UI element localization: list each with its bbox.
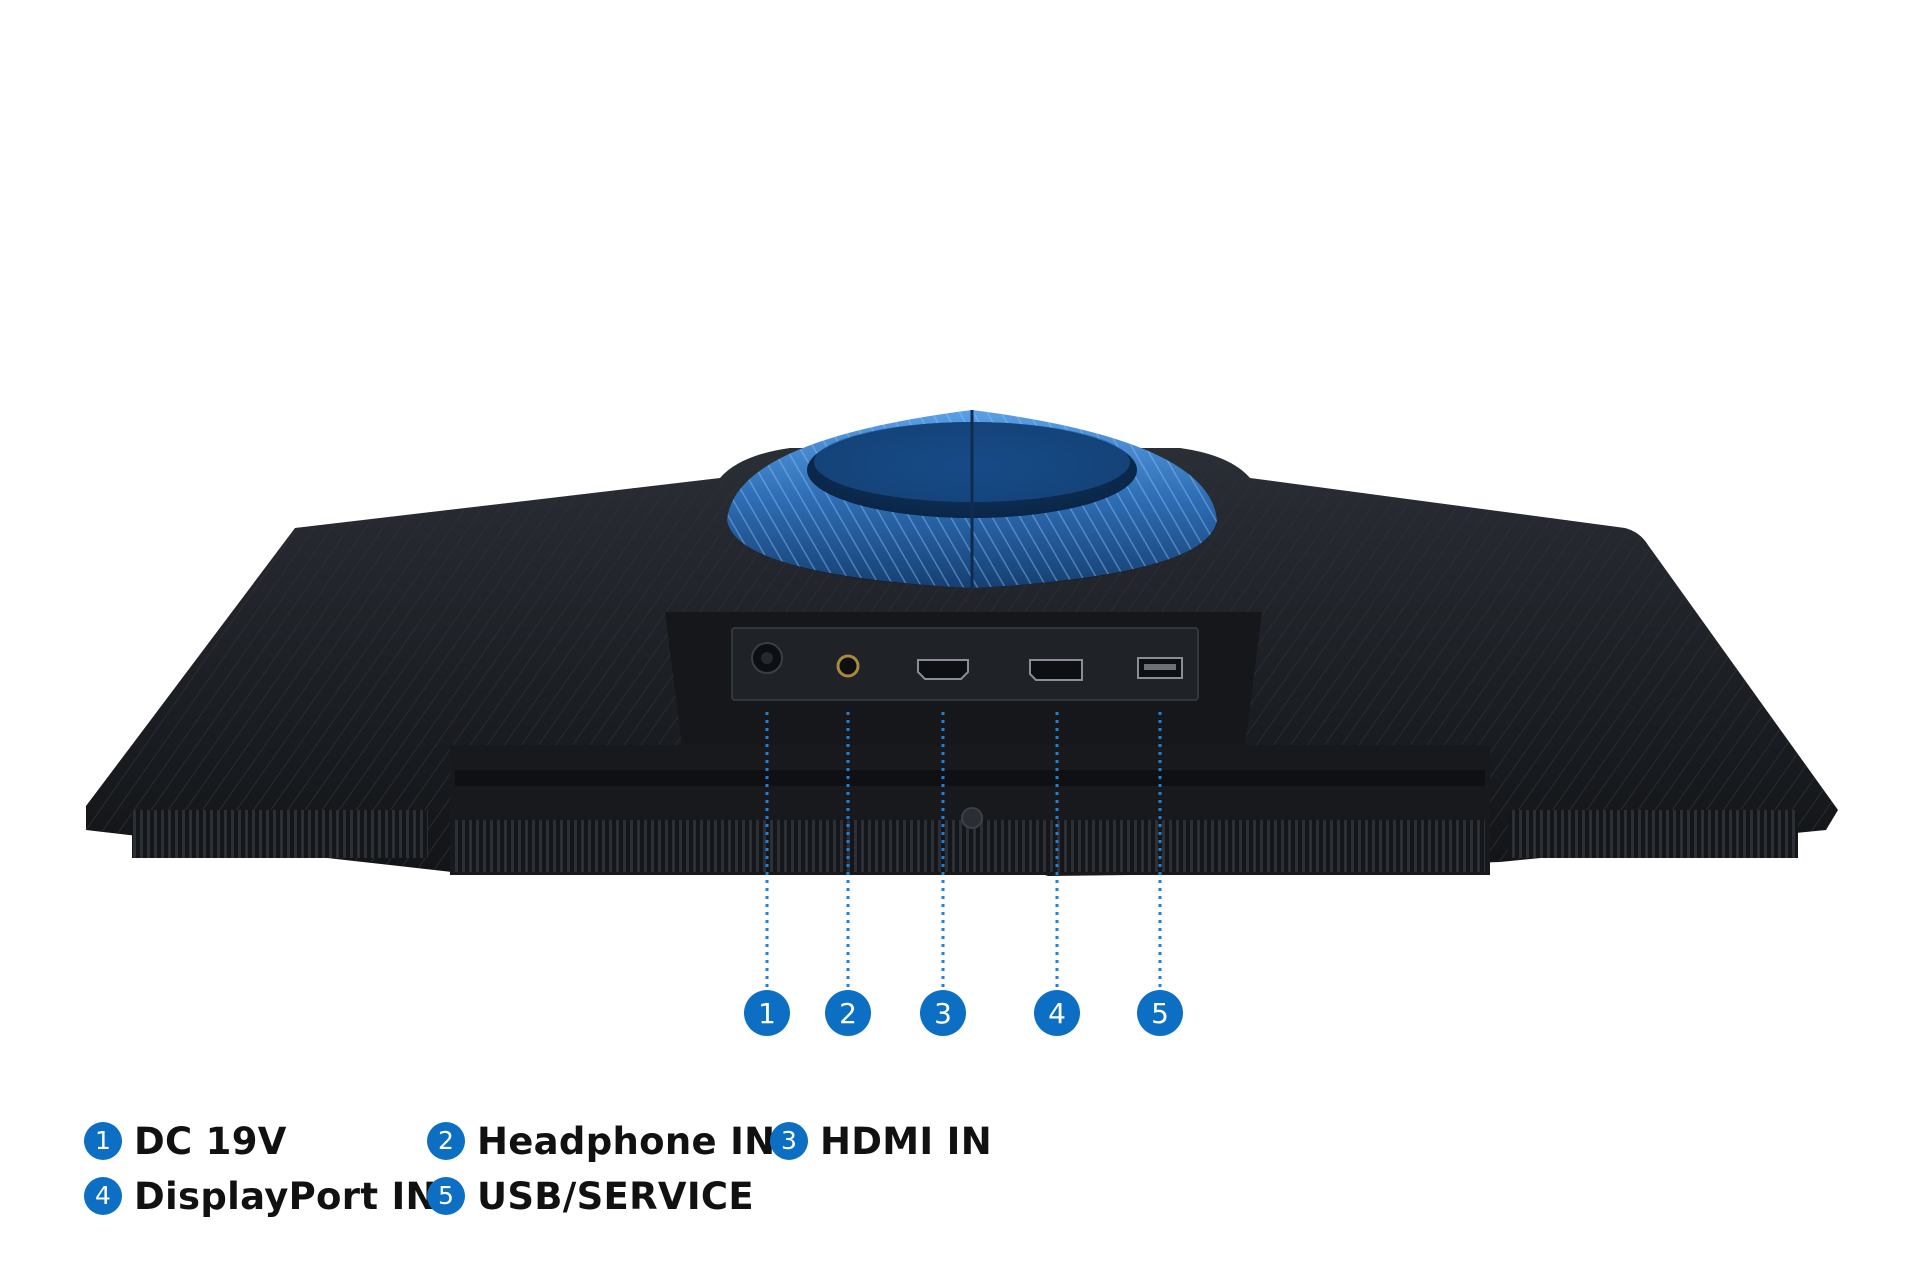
callout-badge-3: 3	[920, 990, 966, 1036]
legend-label: Headphone IN	[477, 1119, 776, 1163]
legend-item-dc-19v: 1 DC 19V	[84, 1116, 287, 1166]
legend-item-displayport-in: 4 DisplayPort IN	[84, 1171, 437, 1221]
callout-badge-4: 4	[1034, 990, 1080, 1036]
monitor-body	[86, 448, 1838, 876]
displayport-icon	[1029, 659, 1083, 681]
legend-badge: 1	[84, 1122, 122, 1160]
svg-text:1: 1	[758, 997, 776, 1030]
callout-badge-2: 2	[825, 990, 871, 1036]
legend-badge: 2	[427, 1122, 465, 1160]
dc-power-port-icon	[751, 642, 783, 674]
legend-badge: 5	[427, 1177, 465, 1215]
callout-badge-1: 1	[744, 990, 790, 1036]
legend-item-headphone-in: 2 Headphone IN	[427, 1116, 775, 1166]
legend-badge: 3	[770, 1122, 808, 1160]
headphone-jack-icon	[836, 654, 860, 678]
legend-label: HDMI IN	[820, 1119, 992, 1163]
svg-text:2: 2	[839, 997, 857, 1030]
usb-port-icon	[1137, 657, 1183, 679]
svg-text:3: 3	[934, 997, 952, 1030]
port-callout-lines	[765, 712, 1162, 990]
legend-label: DC 19V	[134, 1119, 287, 1163]
svg-text:5: 5	[1151, 997, 1169, 1030]
legend-item-hdmi-in: 3 HDMI IN	[770, 1116, 992, 1166]
legend-label: DisplayPort IN	[134, 1174, 437, 1218]
legend-item-usb-service: 5 USB/SERVICE	[427, 1171, 754, 1221]
legend-label: USB/SERVICE	[477, 1174, 754, 1218]
legend-badge: 4	[84, 1177, 122, 1215]
callout-badge-5: 5	[1137, 990, 1183, 1036]
svg-text:4: 4	[1048, 997, 1066, 1030]
stand-mount-ring	[727, 410, 1217, 588]
hdmi-port-icon	[917, 659, 969, 680]
